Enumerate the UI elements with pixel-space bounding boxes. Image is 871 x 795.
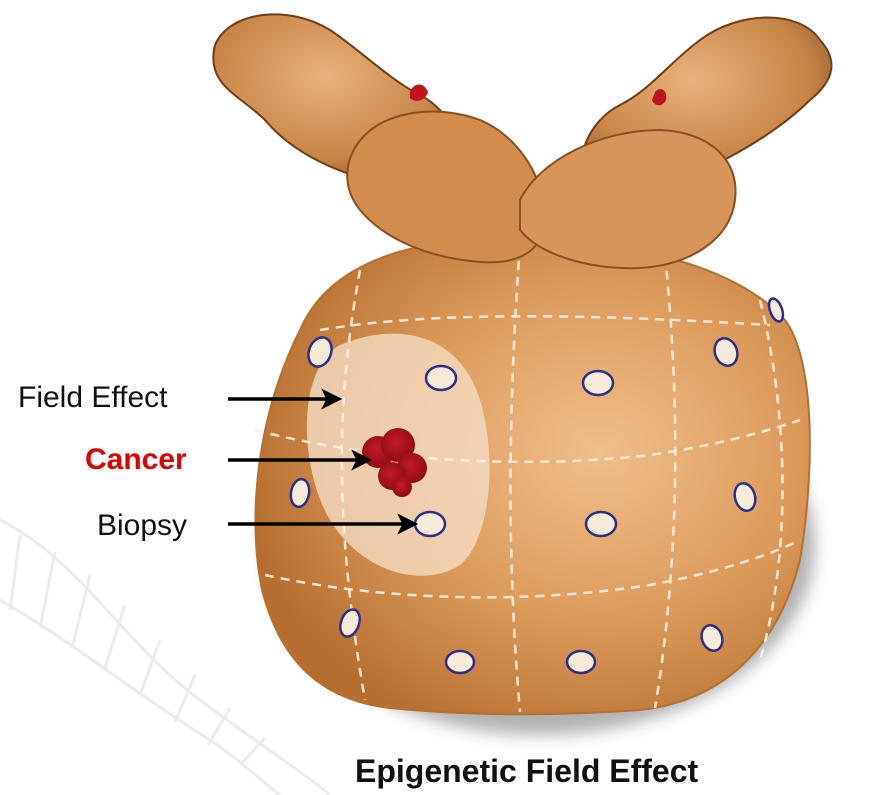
biopsy-site: [583, 371, 613, 395]
seminal-vesicles: [213, 14, 831, 268]
biopsy-site: [446, 651, 474, 673]
biopsy-site: [567, 651, 595, 673]
biopsy-site: [426, 366, 456, 390]
cancer-label: Cancer: [85, 443, 187, 477]
biopsy-site: [586, 512, 616, 536]
biopsy-label: Biopsy: [97, 509, 187, 543]
left-ejaculatory-mass: [347, 112, 545, 263]
field-effect-label: Field Effect: [18, 381, 168, 415]
right-ejaculatory-mass: [520, 130, 736, 268]
diagram-caption: Epigenetic Field Effect: [355, 752, 698, 790]
biopsy-site: [415, 512, 445, 536]
